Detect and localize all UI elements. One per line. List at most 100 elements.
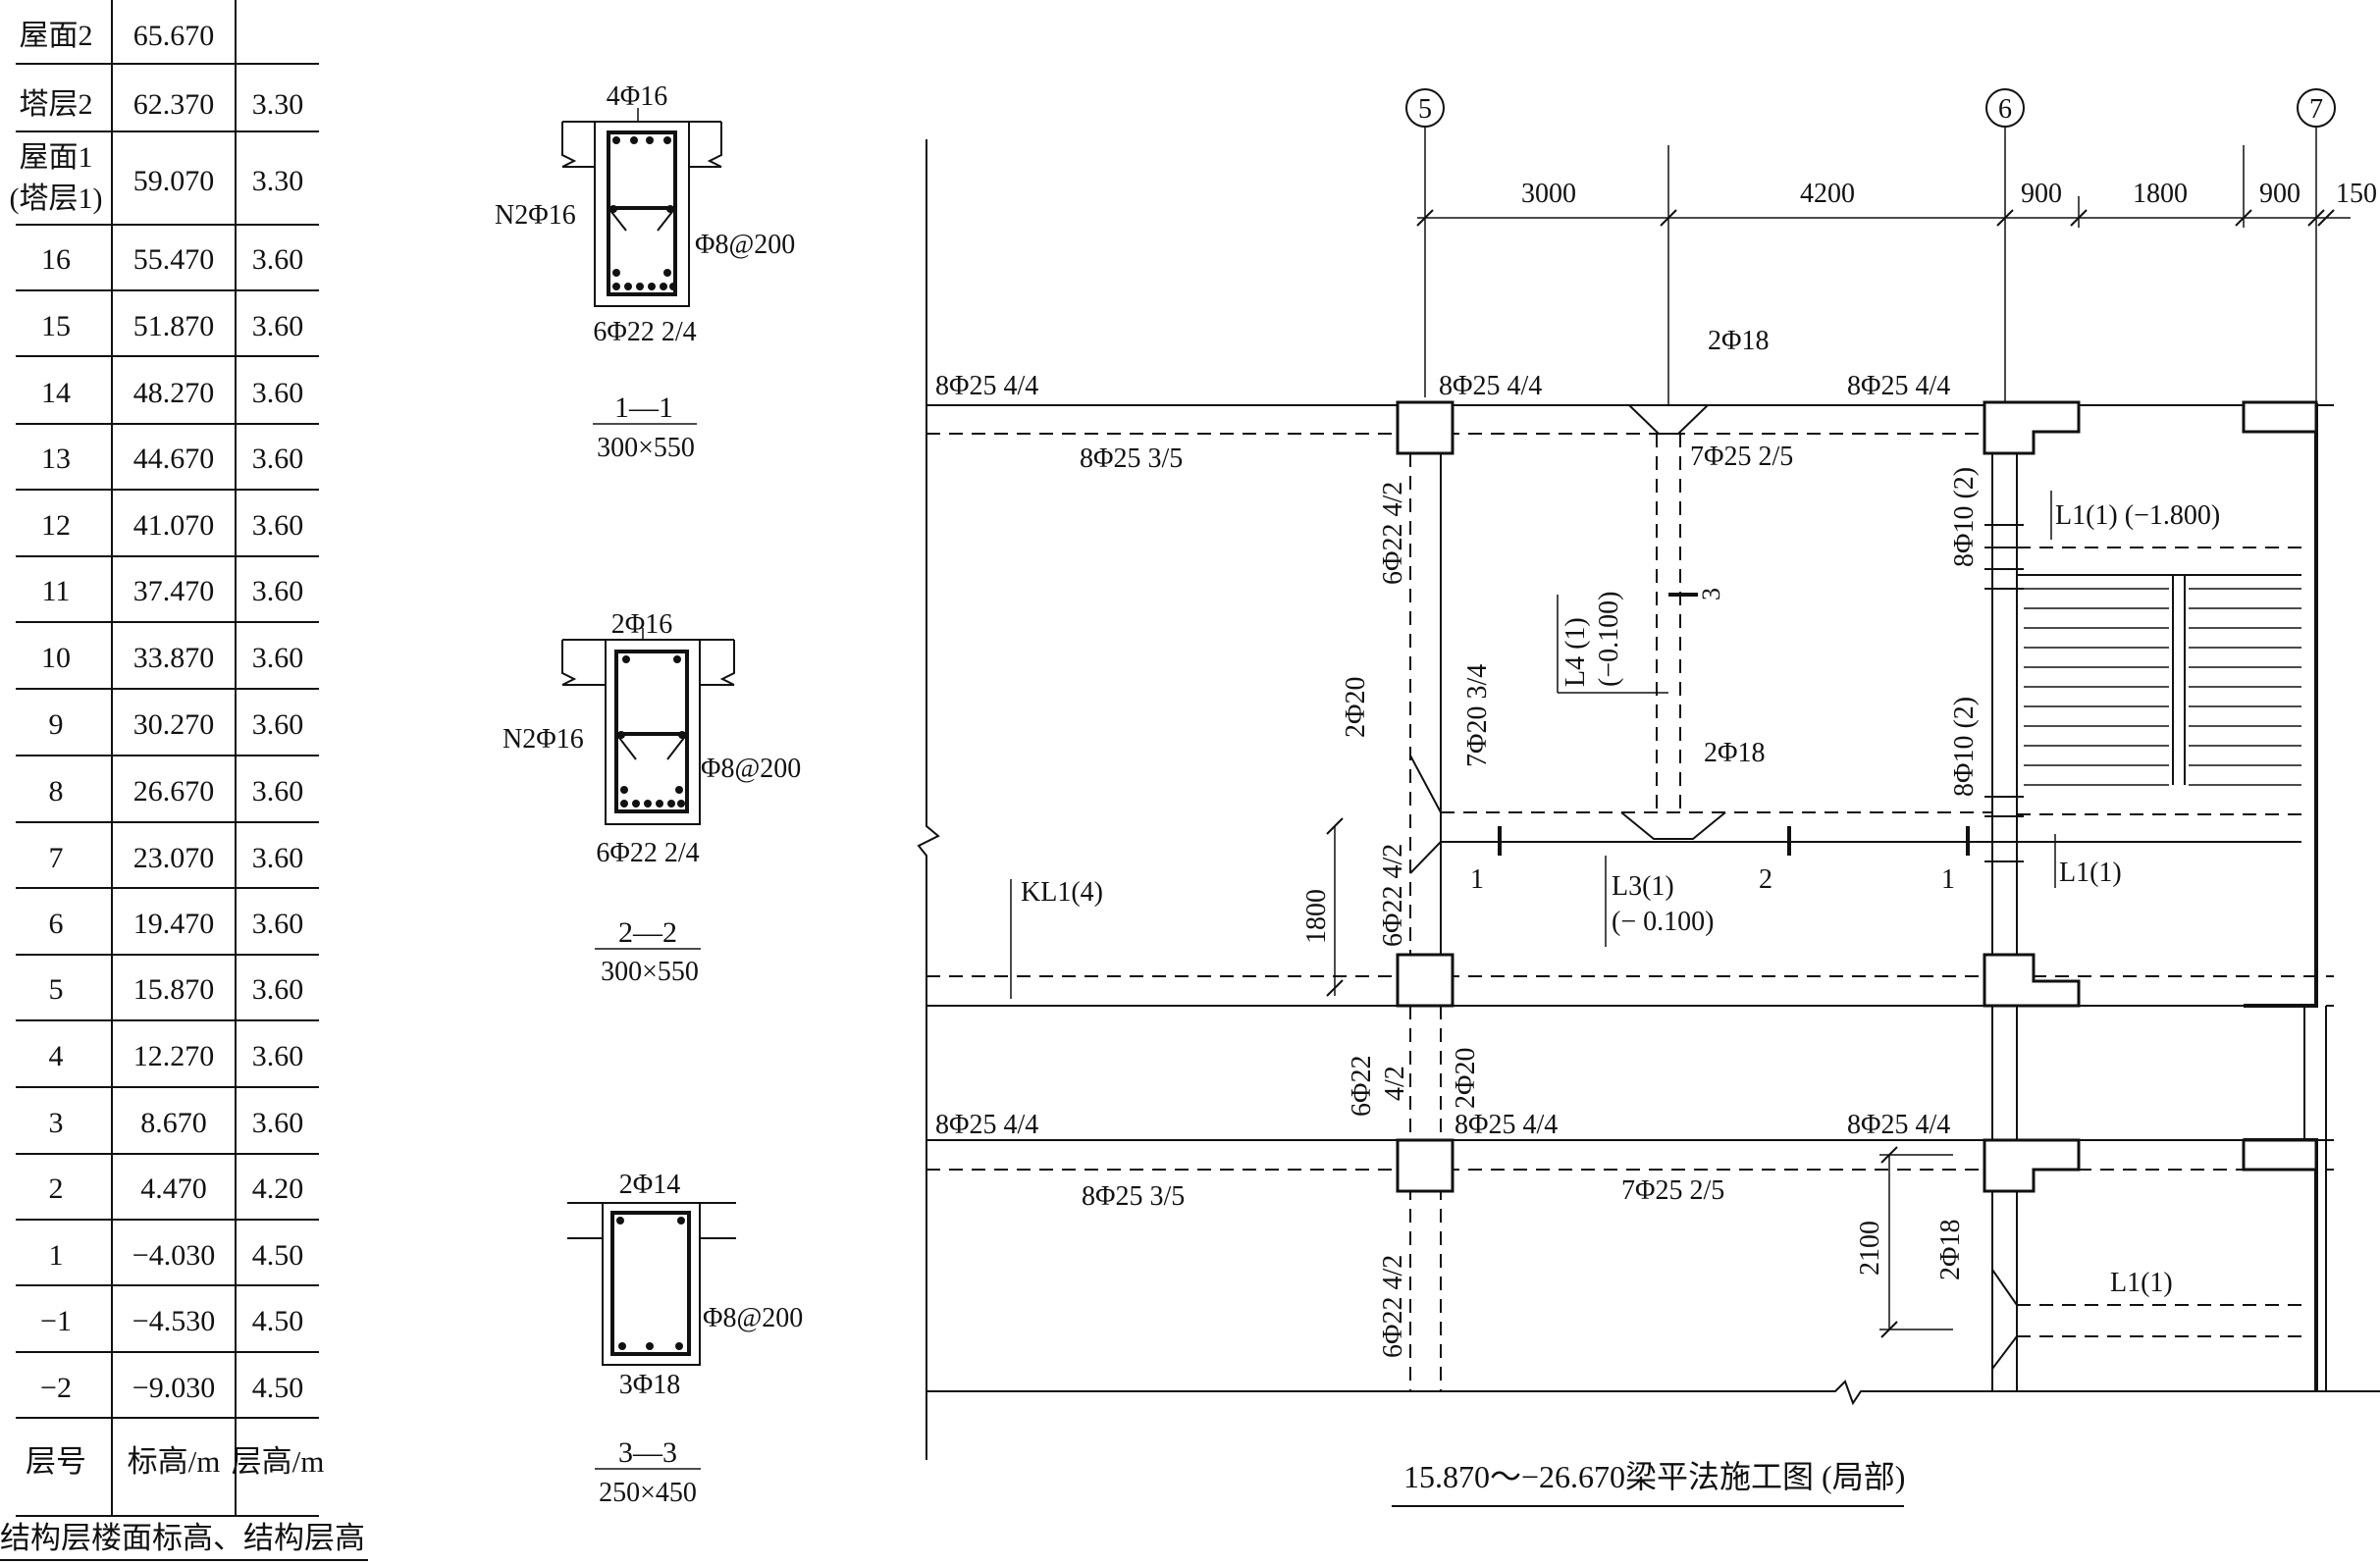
label-l3-elev: (− 0.100) xyxy=(1612,907,1714,937)
elev-cell: 19.470 xyxy=(133,908,215,940)
height-cell: 3.60 xyxy=(252,443,304,475)
plan-title: 15.870～−26.670梁平法施工图 (局部) xyxy=(1403,1459,1905,1494)
section-1-1: 4Φ16 N2Φ16 Φ8@200 6Φ22 2/4 1—1 300×550 xyxy=(495,81,795,463)
label-col-mid: 6Φ22 4/2 xyxy=(1378,844,1408,947)
axis-label-5: 5 xyxy=(1418,94,1432,125)
label-kl1: KL1(4) xyxy=(1021,877,1103,908)
height-cell: 4.20 xyxy=(252,1173,304,1205)
floor-cell: 3 xyxy=(49,1107,64,1139)
section-2-2: 2Φ16 N2Φ16 Φ8@200 6Φ22 2/4 2—2 300×550 xyxy=(502,609,801,987)
sec1-side-rebar: N2Φ16 xyxy=(495,200,576,231)
height-cell: 3.30 xyxy=(252,165,304,197)
sec2-stirrup: Φ8@200 xyxy=(701,754,801,784)
sec3-name: 3—3 xyxy=(618,1436,677,1469)
floor-cell: 14 xyxy=(41,377,71,409)
sec2-name: 2—2 xyxy=(618,916,677,949)
height-cell: 3.60 xyxy=(252,243,304,276)
section-3-3: 2Φ14 Φ8@200 3Φ18 3—3 250×450 xyxy=(567,1170,803,1508)
label-right-bent: 2Φ18 xyxy=(1935,1220,1966,1280)
dim-3000: 3000 xyxy=(1521,179,1576,209)
label-right-bot-stir: 8Φ10 (2) xyxy=(1949,697,1980,797)
stair-treads xyxy=(2024,588,2301,786)
elev-cell: 15.870 xyxy=(133,973,215,1006)
label-l4-name: L4 (1) xyxy=(1560,617,1591,687)
elev-cell: 59.070 xyxy=(133,165,215,197)
floor-cell: −1 xyxy=(40,1305,72,1337)
label-l4-sec: 3 xyxy=(1697,588,1725,600)
floor-cell: 7 xyxy=(49,842,64,874)
elev-cell: 30.270 xyxy=(133,708,215,741)
floor-cell: 4 xyxy=(49,1040,64,1072)
dim-4200: 4200 xyxy=(1800,179,1855,209)
axis-label-7: 7 xyxy=(2309,94,2323,125)
sec3-bottom-rebar: 3Φ18 xyxy=(619,1370,680,1400)
dim-150: 150 xyxy=(2336,179,2377,209)
label-left-bent: 2Φ20 xyxy=(1341,677,1371,738)
height-cell: 3.60 xyxy=(252,377,304,409)
height-cell: 3.60 xyxy=(252,1107,304,1139)
floor-cell: 屋面1 xyxy=(20,141,93,174)
label-bot-mid: 8Φ25 4/4 xyxy=(1454,1110,1558,1140)
sec1-size: 300×550 xyxy=(597,433,695,463)
label-bot-bot-left: 8Φ25 3/5 xyxy=(1082,1181,1185,1212)
label-top-bot-left: 8Φ25 3/5 xyxy=(1080,443,1183,474)
sec3-size: 250×450 xyxy=(599,1478,697,1508)
header-elev: 标高/m xyxy=(128,1444,221,1479)
height-cell: 3.60 xyxy=(252,708,304,741)
elev-cell: 44.670 xyxy=(133,443,215,475)
sec2-bottom-rebar: 6Φ22 2/4 xyxy=(596,838,699,868)
label-sec2: 2 xyxy=(1759,864,1772,895)
elev-cell: 37.470 xyxy=(133,575,215,607)
dim-1800: 1800 xyxy=(2133,179,2188,209)
sec1-top-rebar: 4Φ16 xyxy=(607,81,667,112)
sec3-top-rebar: 2Φ14 xyxy=(619,1170,680,1200)
floor-cell-second-line: (塔层1) xyxy=(10,182,103,215)
sec1-stirrup: Φ8@200 xyxy=(695,230,795,260)
label-l1-mid: L1(1) xyxy=(2059,858,2122,888)
height-cell: 3.60 xyxy=(252,973,304,1006)
elev-cell: −4.030 xyxy=(132,1239,215,1272)
floor-table: 屋面2 65.670 塔层2 62.370 3.30 屋面1 (塔层1) 59.… xyxy=(0,0,368,1561)
floor-cell: 6 xyxy=(49,908,64,940)
floor-cell: 5 xyxy=(49,973,64,1006)
floor-cell: 11 xyxy=(42,575,71,607)
label-top-notch-top: 2Φ18 xyxy=(1708,326,1769,356)
label-sec1a: 1 xyxy=(1470,864,1484,895)
label-l3-name: L3(1) xyxy=(1612,871,1674,902)
label-top-notch-bot: 7Φ25 2/5 xyxy=(1690,442,1793,472)
floor-cell: 1 xyxy=(49,1239,64,1272)
elev-cell: 62.370 xyxy=(133,88,215,121)
label-sec1b: 1 xyxy=(1941,864,1955,895)
elev-cell: −9.030 xyxy=(132,1372,215,1404)
elev-cell: 48.270 xyxy=(133,377,215,409)
elev-cell: 33.870 xyxy=(133,642,215,674)
height-cell: 3.30 xyxy=(252,88,304,121)
dim-900-b: 900 xyxy=(2259,179,2301,209)
elev-cell: 26.670 xyxy=(133,775,215,808)
label-top-right: 8Φ25 4/4 xyxy=(1847,371,1950,401)
elev-cell: 8.670 xyxy=(140,1107,207,1139)
label-col-low-a: 6Φ22 xyxy=(1347,1056,1377,1117)
label-bot-right: 8Φ25 4/4 xyxy=(1847,1110,1950,1140)
sec1-bottom-rebar: 6Φ22 2/4 xyxy=(593,317,696,347)
dim-900-a: 900 xyxy=(2021,179,2062,209)
label-right-top-stir: 8Φ10 (2) xyxy=(1949,467,1980,567)
floor-cell: 塔层2 xyxy=(20,88,93,121)
floor-cell: 16 xyxy=(41,243,71,276)
header-floor: 层号 xyxy=(26,1444,86,1479)
label-col-bot: 6Φ22 4/2 xyxy=(1378,1255,1408,1358)
label-bot-left: 8Φ25 4/4 xyxy=(935,1110,1038,1140)
sec2-top-rebar: 2Φ16 xyxy=(611,609,672,640)
elev-cell: 55.470 xyxy=(133,243,215,276)
elev-cell: 41.070 xyxy=(133,509,215,542)
sec2-side-rebar: N2Φ16 xyxy=(502,724,584,755)
floor-cell: 15 xyxy=(41,310,71,342)
label-bot-bot-mid: 7Φ25 2/5 xyxy=(1621,1175,1724,1206)
elev-cell: 12.270 xyxy=(133,1040,215,1072)
label-top-mid: 8Φ25 4/4 xyxy=(1439,371,1542,401)
sec2-size: 300×550 xyxy=(601,957,699,987)
elev-cell: 23.070 xyxy=(133,842,215,874)
label-col-top: 6Φ22 4/2 xyxy=(1378,482,1408,585)
height-cell: 3.60 xyxy=(252,1040,304,1072)
floor-cell: 2 xyxy=(49,1173,64,1205)
